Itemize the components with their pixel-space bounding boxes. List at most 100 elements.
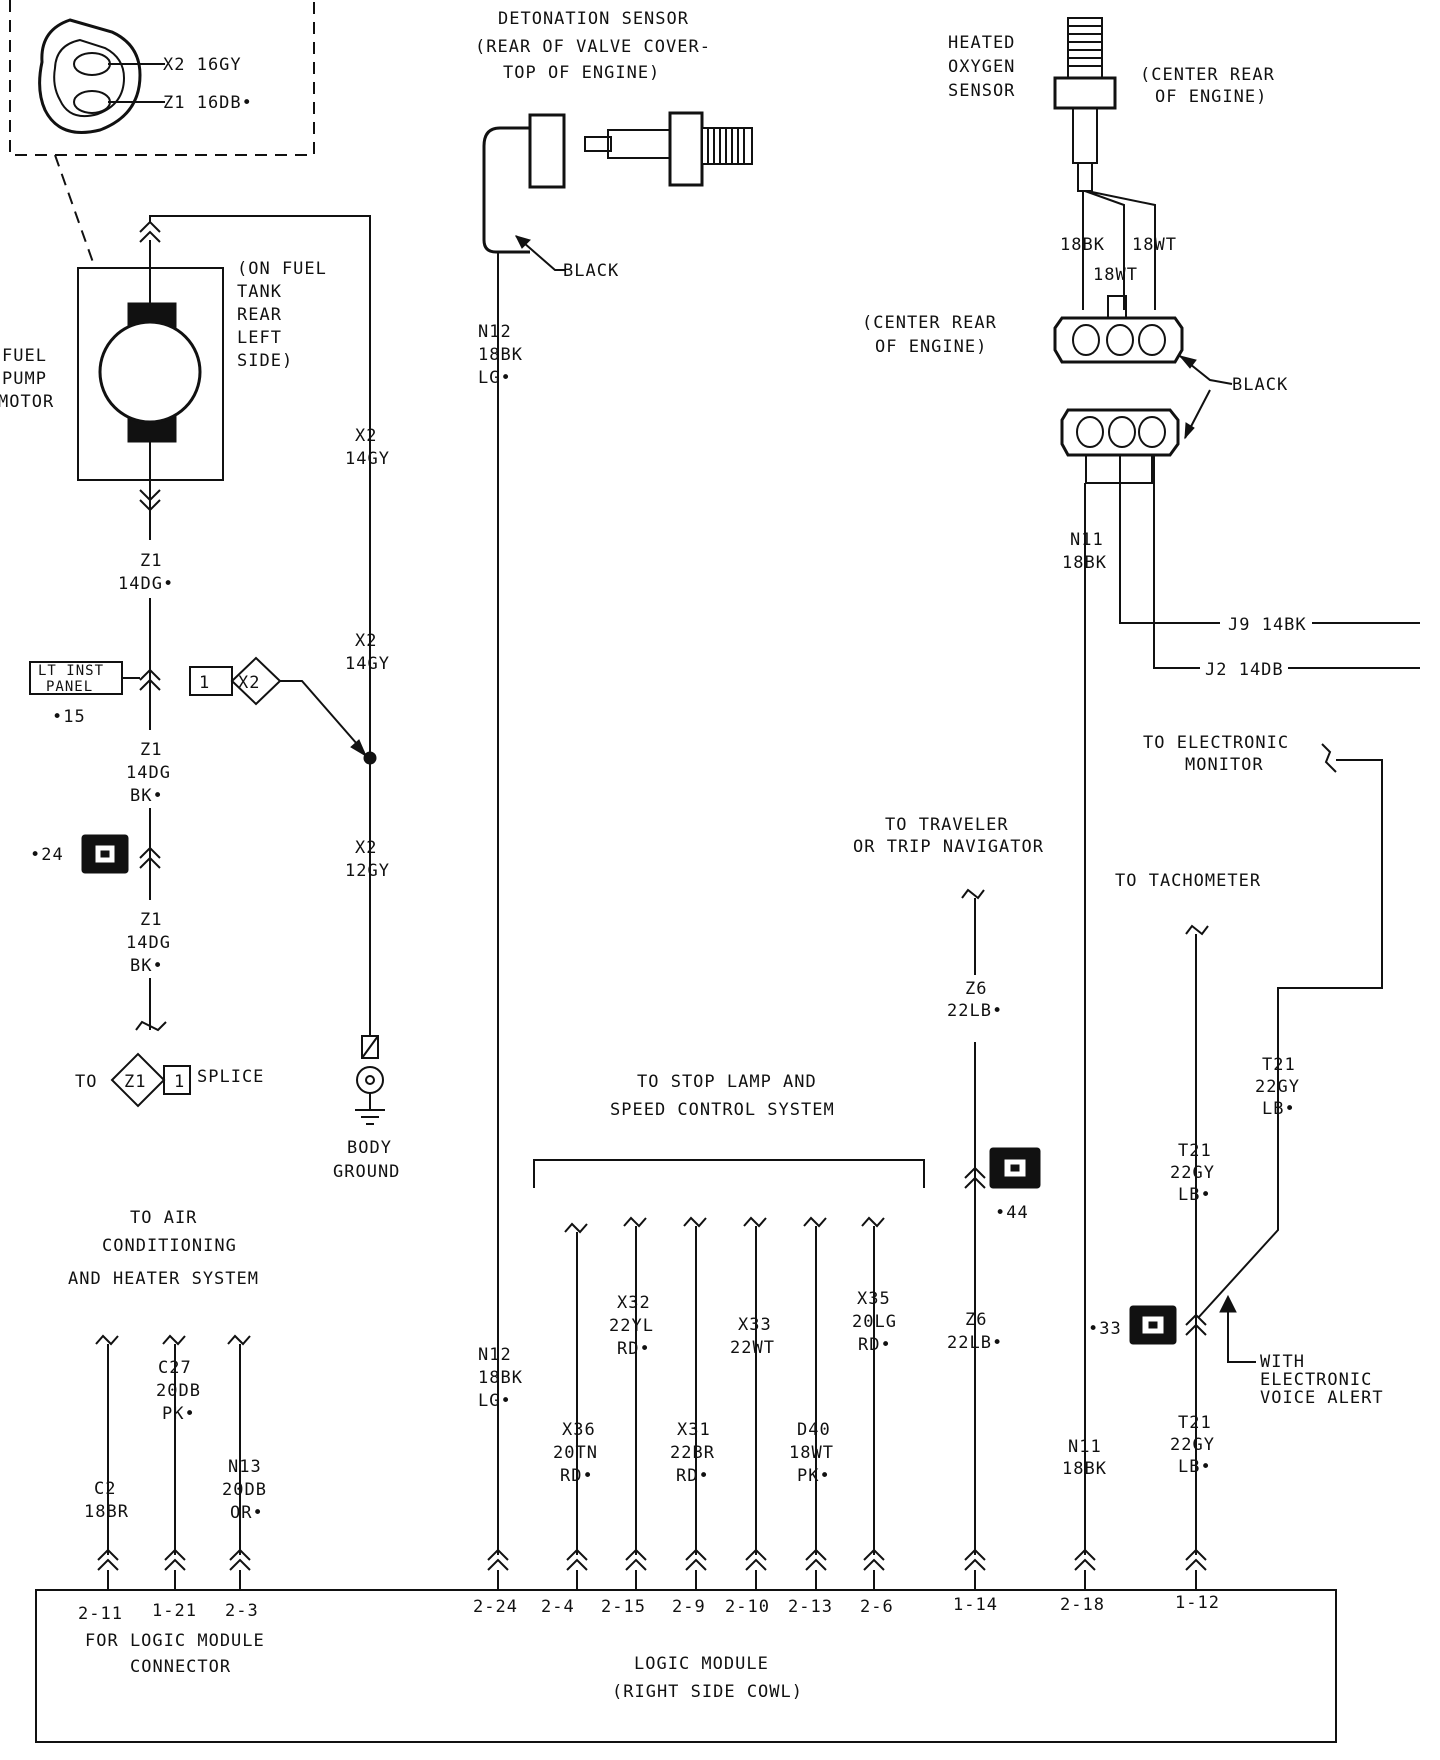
pin-2-10: 2-10 [725,1597,770,1617]
wire-c27-2: 20DB [156,1381,201,1401]
wire-z1-b-3: BK• [130,786,164,806]
connector-ref-44: •44 [995,1203,1029,1223]
wire-x33-1: X33 [738,1315,772,1335]
splice-z1-code: Z1 [124,1072,146,1092]
splice-x2-code: X2 [238,673,260,693]
o2-name-1: HEATED [948,33,1015,53]
dest-tachometer: TO TACHOMETER [1115,871,1261,891]
wire-t21-low-3: LB• [1178,1457,1212,1477]
body-ground-1: BODY [347,1138,392,1158]
dest-stop-lamp-1: TO STOP LAMP AND [637,1072,817,1092]
fuel-pump-name-1: FUEL [2,346,47,366]
pin-2-4: 2-4 [541,1597,575,1617]
wire-j9: J9 14BK [1228,615,1307,635]
voice-alert-2: ELECTRONIC [1260,1370,1372,1390]
wire-z6-top-2: 22LB• [947,1001,1003,1021]
splice-x2: 1 X2 [189,656,368,758]
wire-c27-3: PK• [162,1404,196,1424]
dest-air-2: CONDITIONING [102,1236,237,1256]
wire-t21-mid-3: LB• [1178,1185,1212,1205]
logic-module-note-1: FOR LOGIC MODULE [85,1631,265,1651]
fuel-pump-connector-detail: X2 16GY Z1 16DB• [9,0,315,269]
wire-x35-3: RD• [858,1335,892,1355]
fuel-pump-name-2: PUMP [2,369,47,389]
wire-c27-1: C27 [158,1358,192,1378]
wire-x2-low-label-1: X2 [355,838,377,858]
fuel-pump-loc-4: LEFT [237,328,282,348]
wire-n11-top-2: 18BK [1062,553,1107,573]
wire-z6-low-1: Z6 [965,1310,987,1330]
connector-pin-x2: X2 16GY [163,55,242,75]
logic-module-note-2: CONNECTOR [130,1657,231,1677]
pin-2-24: 2-24 [473,1597,518,1617]
wire-x35-1: X35 [857,1289,891,1309]
wire-z1-b-2: 14DG [126,763,171,783]
connector-ref-33: •33 [1088,1319,1122,1339]
wire-n12-top-1: N12 [478,322,512,342]
lt-inst-panel-ref: •15 [52,707,86,727]
wire-n13-2: 20DB [222,1480,267,1500]
pin-2-15: 2-15 [601,1597,646,1617]
connector-pin-z1: Z1 16DB• [163,93,253,113]
fuel-pump-loc-3: REAR [237,305,282,325]
dest-air-1: TO AIR [130,1208,197,1228]
wire-n11-low-2: 18BK [1062,1459,1107,1479]
wire-x2-mid-label-2: 14GY [345,654,390,674]
logic-module: 2-11 1-21 2-3 2-24 2-4 2-15 2-9 2-10 2-1… [35,1548,1337,1743]
wire-c2-1: C2 [94,1479,116,1499]
o2-name-3: SENSOR [948,81,1015,101]
wire-n11-top-1: N11 [1070,530,1104,550]
z1-circuit: Z1 14DG• LT INST PANEL •15 Z1 14DG BK• •… [29,551,263,1108]
body-ground-2: GROUND [333,1162,400,1182]
air-conditioning-circuit: TO AIR CONDITIONING AND HEATER SYSTEM C2… [68,1208,267,1555]
wire-z6-low-2: 22LB• [947,1333,1003,1353]
fuel-pump-name-3: MOTOR [0,392,54,412]
dest-traveler-1: TO TRAVELER [885,815,1009,835]
pin-2-3: 2-3 [225,1601,259,1621]
wire-x32-1: X32 [617,1293,651,1313]
pin-2-18: 2-18 [1060,1595,1105,1615]
navigator-circuit: TO TRAVELER OR TRIP NAVIGATOR Z6 22LB• •… [853,815,1043,1555]
fuel-pump-loc-2: TANK [237,282,282,302]
wire-x32-2: 22YL [609,1316,654,1336]
det-connector-color: BLACK [563,261,619,281]
pin-2-6: 2-6 [860,1597,894,1617]
fuel-pump-loc-1: (ON FUEL [237,259,327,279]
pin-1-14: 1-14 [953,1595,998,1615]
wire-n12-low-1: N12 [478,1345,512,1365]
wire-d40-1: D40 [797,1420,831,1440]
wire-x36-3: RD• [560,1466,594,1486]
pin-2-11: 2-11 [78,1604,123,1624]
wire-z1-a-1: Z1 [140,551,162,571]
dest-air-3: AND HEATER SYSTEM [68,1269,259,1289]
o2-wire-3: 18WT [1093,265,1138,285]
lt-inst-panel-2: PANEL [46,679,93,695]
wire-x2-mid-label-1: X2 [355,631,377,651]
wire-x2-label-2: 14GY [345,449,390,469]
fuel-pump-loc-5: SIDE) [237,351,293,371]
o2-conn-color: BLACK [1232,375,1288,395]
wire-x35-2: 20LG [852,1312,897,1332]
lt-inst-panel-1: LT INST [38,663,104,679]
det-sensor-name-1: DETONATION SENSOR [498,9,689,29]
det-sensor-name-2: (REAR OF VALVE COVER- [475,37,711,57]
wire-c2-2: 18BR [84,1502,129,1522]
dest-monitor-1: TO ELECTRONIC [1143,733,1289,753]
wire-x32-3: RD• [617,1339,651,1359]
wire-j2: J2 14DB [1205,660,1284,680]
stop-lamp-circuit: TO STOP LAMP AND SPEED CONTROL SYSTEM X3… [533,1072,925,1555]
oxygen-sensor: HEATED OXYGEN SENSOR (CENTER REAR OF ENG… [862,17,1420,1555]
det-sensor-name-3: TOP OF ENGINE) [503,63,660,83]
wire-t21-right-2: 22GY [1255,1077,1300,1097]
wire-t21-low-1: T21 [1178,1413,1212,1433]
wire-d40-2: 18WT [789,1443,834,1463]
wire-n12-top-2: 18BK [478,345,523,365]
wire-n13-3: OR• [230,1503,264,1523]
wire-z1-c-3: BK• [130,956,164,976]
detonation-thread [701,127,753,165]
o2-wire-1: 18BK [1060,235,1105,255]
fuel-pump-motor: FUEL PUMP MOTOR (ON FUEL TANK REAR LEFT … [0,220,327,540]
wire-z1-c-2: 14DG [126,933,171,953]
o2-conn-loc-1: (CENTER REAR [862,313,997,333]
